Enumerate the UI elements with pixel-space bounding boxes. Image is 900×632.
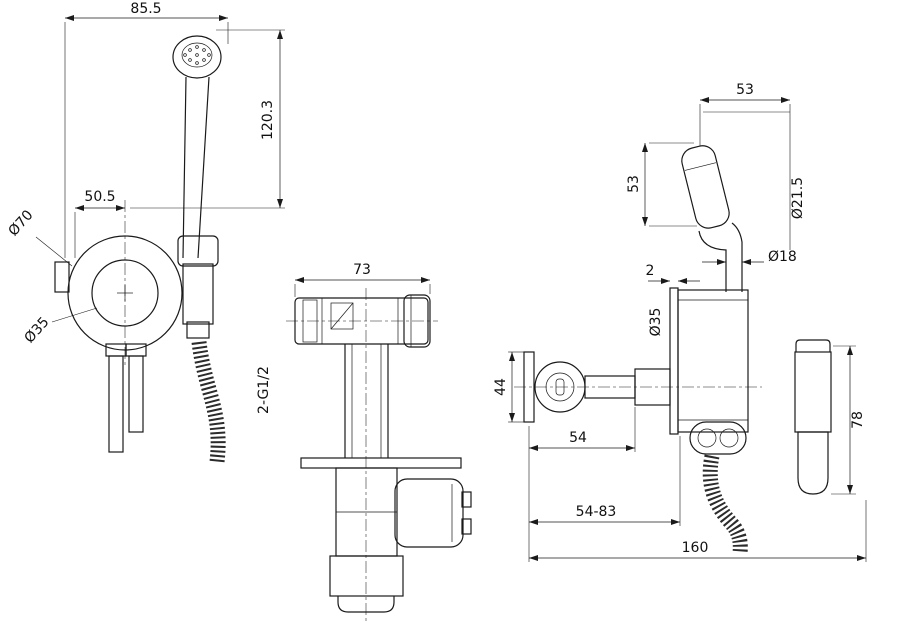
dim-plate-thickness: 2 [646, 263, 655, 279]
main-body [677, 289, 749, 433]
handle-lower [797, 431, 829, 495]
handle-side [794, 339, 832, 495]
outlet-tab-bottom [461, 518, 472, 535]
handle-top [795, 339, 831, 352]
knurled-ring [329, 555, 404, 597]
handheld-sprayer [172, 35, 222, 325]
side-outlet [394, 478, 464, 548]
dim-hose-dia: Ø21.5 [790, 177, 806, 219]
coil-hose-front [186, 321, 226, 463]
coil-hose-side [689, 421, 748, 554]
front-view: 85.5 120.3 50.5 Ø70 Ø35 [5, 1, 285, 463]
wall-mount [54, 200, 183, 453]
hose-fitting [186, 321, 210, 339]
holder-bracket [182, 263, 214, 325]
dim-front-inner-dia: Ø35 [21, 314, 52, 346]
dim-adjust-range: 54-83 [576, 504, 617, 520]
dim-front-offset: 50.5 [84, 189, 115, 205]
side-view: 73 2-G1/2 [256, 262, 472, 622]
handle-grip [794, 351, 832, 433]
install-dimensions: 53 53 Ø21.5 Ø18 2 Ø35 44 54 54-8 [493, 82, 867, 562]
dim-bracket-height: 44 [493, 378, 509, 396]
sprayer-head [172, 35, 222, 79]
wall-plate [669, 287, 679, 435]
dim-front-top-width: 85.5 [130, 1, 161, 17]
dim-wall-to-valve: 54 [569, 430, 587, 446]
side-dimensions: 73 2-G1/2 [256, 262, 431, 414]
inlet-pipe-right [128, 355, 144, 433]
mount-tab [54, 261, 70, 293]
elbow-outer [698, 230, 727, 292]
bottom-cap [337, 596, 395, 613]
wall-valve-assembly [514, 287, 762, 435]
dim-head-height: 53 [626, 175, 642, 193]
valve-cross-body [286, 288, 438, 622]
dim-head-offset: 53 [736, 82, 754, 98]
front-dimensions: 85.5 120.3 50.5 Ø70 Ø35 [5, 1, 285, 346]
dim-handle-length: 78 [850, 411, 866, 429]
sprayer-side [681, 104, 791, 292]
vertical-neck [344, 344, 389, 458]
sprayer-head-side [681, 145, 730, 229]
inlet-pipe-left [108, 355, 124, 453]
outlet-tab-top [461, 491, 472, 508]
elbow-inner [731, 222, 743, 292]
dim-side-width: 73 [353, 262, 371, 278]
installation-view: 53 53 Ø21.5 Ø18 2 Ø35 44 54 54-8 [493, 82, 867, 562]
dim-pipe-dia: Ø18 [768, 249, 797, 265]
dim-front-height: 120.3 [260, 100, 276, 140]
cover-flange [300, 457, 462, 469]
sprayer-holder [177, 235, 219, 267]
lower-assembly [300, 457, 472, 613]
sprayer-handle [182, 76, 210, 259]
dim-body-dia: Ø35 [648, 308, 664, 337]
hose-union [689, 421, 747, 455]
dim-front-outer-dia: Ø70 [5, 207, 36, 239]
dim-thread-spec: 2-G1/2 [256, 366, 272, 414]
dim-total-depth: 160 [682, 540, 709, 556]
